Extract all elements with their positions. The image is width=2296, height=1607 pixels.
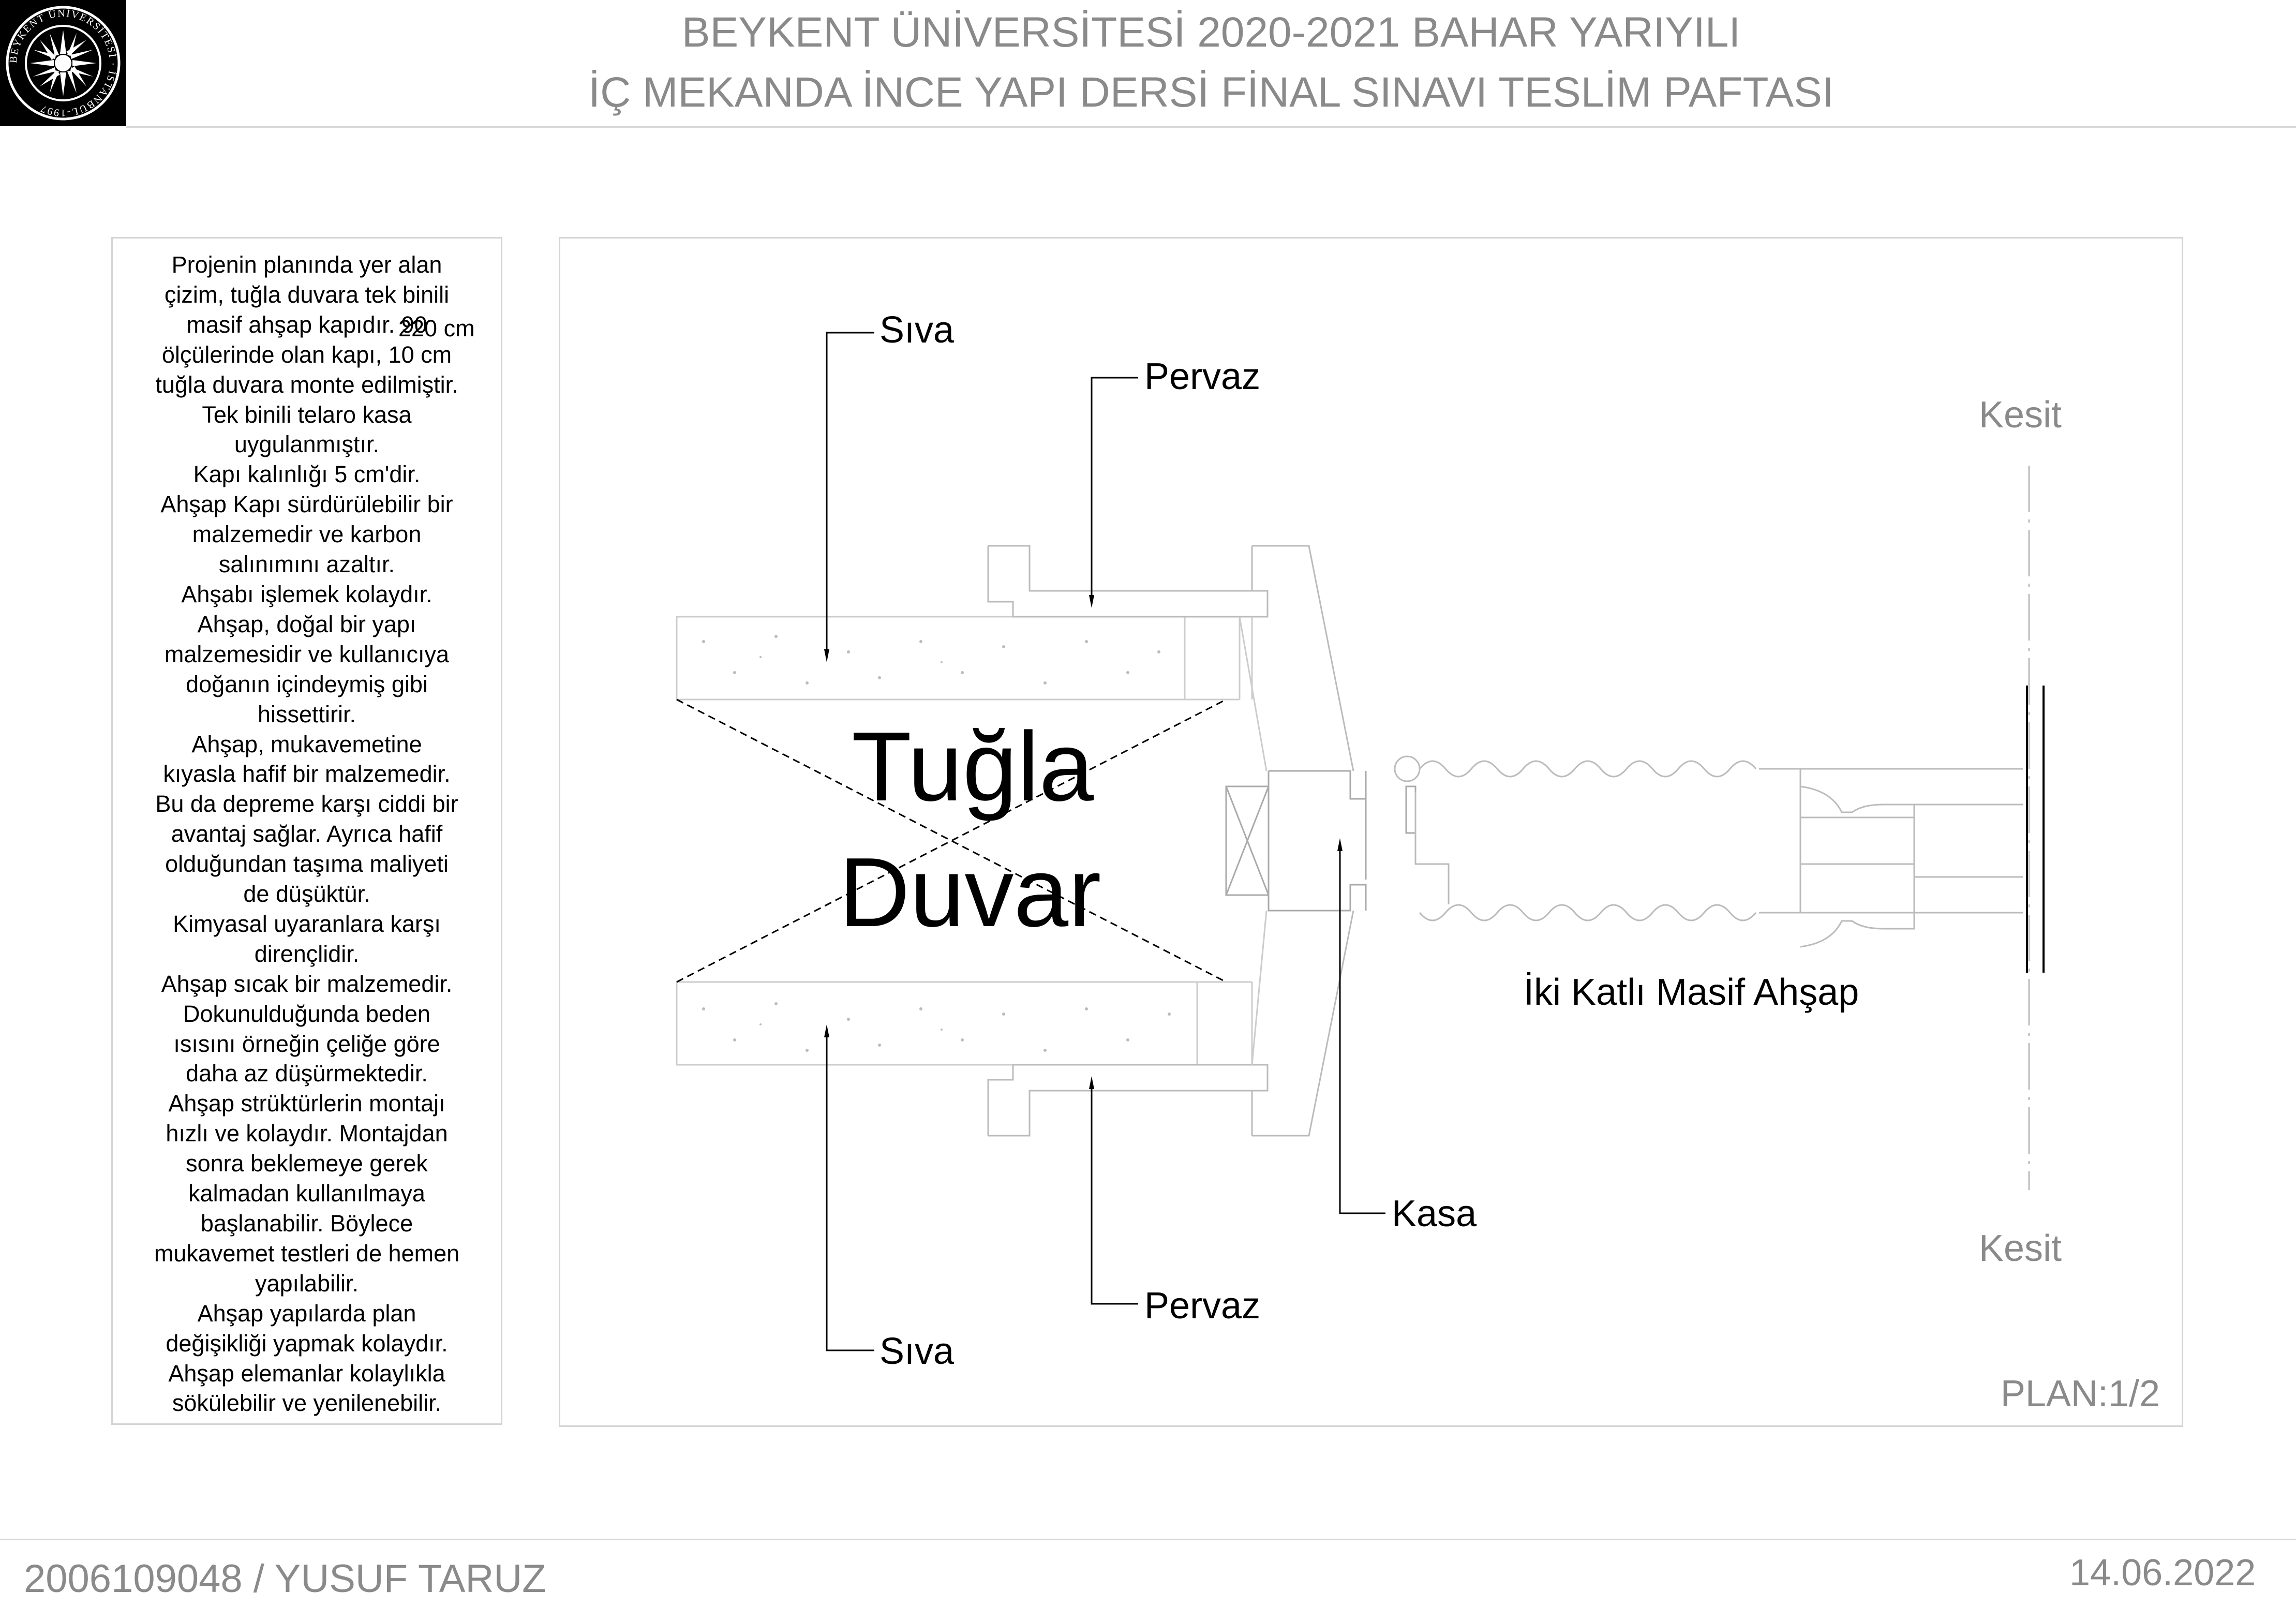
architrave-top: [987, 545, 1354, 771]
label-plaster-bottom: Sıva: [879, 1331, 955, 1372]
footer-divider: [0, 1539, 2296, 1540]
wall-label-line1: Tuğla: [852, 712, 1094, 822]
door-frame: [1225, 770, 1417, 912]
label-architrave-bottom: Pervaz: [1144, 1285, 1260, 1327]
plaster-stipple: [702, 635, 1171, 1052]
architrave-bottom: [987, 910, 1354, 1137]
label-door-leaf: İki Katlı Masif Ahşap: [1524, 972, 1859, 1013]
header-title-line1: BEYKENT ÜNİVERSİTESİ 2020-2021 BAHAR YAR…: [681, 9, 1741, 56]
door-edge-lines: [2026, 686, 2045, 973]
sheet-header: BEYKENT ÜNİVERSİTESİ 2020-2021 BAHAR YAR…: [126, 0, 2296, 128]
architrave-slopes: [1239, 616, 1268, 1065]
label-plaster-top: Sıva: [879, 309, 955, 351]
scale-label: PLAN:1/2: [2001, 1373, 2160, 1415]
label-section-top: Kesit: [1979, 394, 2062, 436]
brick-wall-hatch: [676, 698, 1227, 983]
label-architrave-top: Pervaz: [1144, 356, 1260, 397]
description-text: Projenin planında yer alan çizim, tuğla …: [154, 251, 460, 1417]
dimension-note: 220 cm: [398, 315, 475, 341]
university-logo: BEYKENT ÜNİVERSİTESİ · İSTANBUL-1997: [0, 0, 126, 126]
drawing-frame: [559, 237, 2183, 1427]
leader-lines: [826, 332, 1385, 1351]
submission-date: 14.06.2022: [2069, 1552, 2256, 1594]
plaster-top: [676, 616, 1241, 701]
label-section-bottom: Kesit: [1979, 1228, 2062, 1269]
student-info: 2006109048 / YUSUF TARUZ: [24, 1557, 546, 1601]
wall-label-line2: Duvar: [839, 838, 1101, 947]
header-title-line2: İÇ MEKANDA İNCE YAPI DERSİ FİNAL SINAVI …: [588, 69, 1834, 116]
door-leaf: [1394, 755, 2023, 948]
leader-arrowheads: [824, 595, 1343, 1089]
description-box: Projenin planında yer alan çizim, tuğla …: [111, 237, 502, 1425]
sun-seal-icon: BEYKENT ÜNİVERSİTESİ · İSTANBUL-1997: [6, 6, 121, 121]
plaster-bottom: [676, 981, 1253, 1066]
label-frame: Kasa: [1392, 1193, 1477, 1234]
